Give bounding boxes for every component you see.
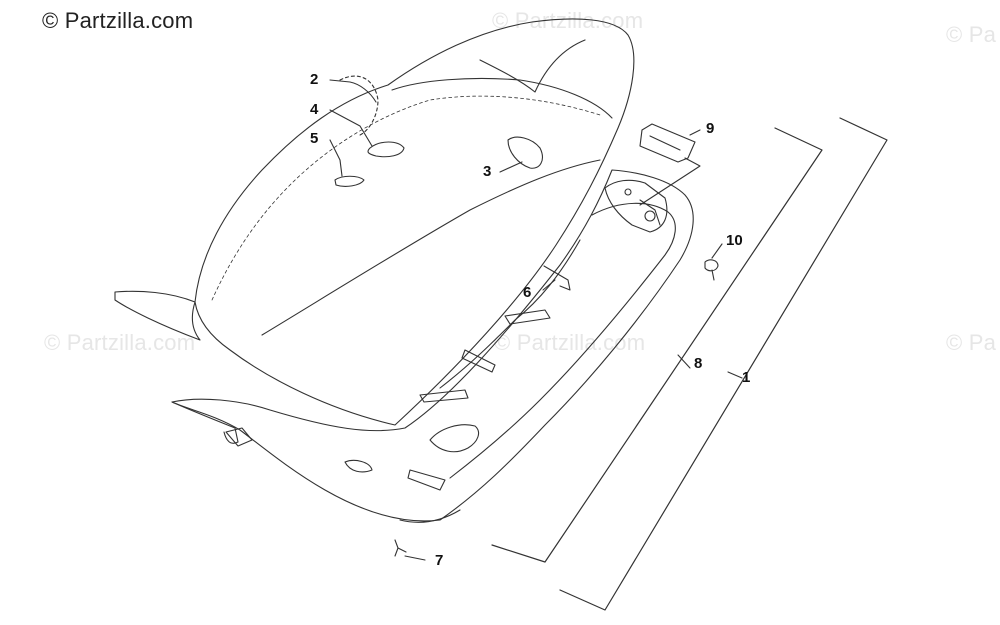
base-inner-wall [449,202,676,479]
leader-10 [711,243,723,259]
callout-9: 9 [706,120,715,137]
seat-side-seam [261,159,601,336]
leader-8 [677,354,691,369]
callout-8: 8 [694,355,703,372]
latch-housing [604,179,668,233]
seat-base [171,169,694,522]
leader-5 [329,139,343,177]
pad-part-5 [334,175,365,187]
base-vent-3 [419,389,469,403]
watermark-center: © Partzilla.com [494,330,646,355]
leader-7 [404,555,426,561]
watermark-right-mid: © Pa [946,330,997,355]
pad-part-3 [507,136,543,169]
callout-2: 2 [310,71,319,88]
seat-top-seam [391,77,613,119]
leader-3 [499,161,523,173]
seat-cushion [194,18,635,426]
bracket-part-9 [639,123,696,163]
leader-9 [639,129,701,206]
watermark-right-top: © Pa [946,22,997,47]
base-front-tab [225,427,253,447]
callout-5: 5 [310,130,319,147]
leader-1 [727,371,743,379]
watermark-top: © Partzilla.com [492,8,644,33]
base-vent-4 [344,459,373,473]
watermark-left: © Partzilla.com [44,330,196,355]
bracket-group-1 [559,117,888,611]
strap-part-6 [543,265,571,291]
seat-front-lip [114,290,201,341]
seat-rear-hump [479,39,586,93]
base-front-bracket [171,401,239,444]
leader-4 [329,109,373,147]
callout-7: 7 [435,552,444,569]
callout-10: 10 [726,232,743,249]
pad-part-4 [367,141,405,158]
seat-stitch [211,95,601,301]
callout-4: 4 [310,101,319,118]
base-inner-ridge [439,239,581,389]
leader-6 [542,279,556,291]
latch-detail [639,199,661,226]
callout-3: 3 [483,163,492,180]
bracket-group-8 [491,127,823,563]
copyright-text: © Partzilla.com [42,8,194,33]
leader-2 [329,79,377,103]
callout-1: 1 [742,369,751,386]
base-vent-1 [504,309,551,325]
callout-6: 6 [523,284,532,301]
base-bottom-lip [399,509,461,523]
base-vent-5 [407,469,446,491]
clip-part-10 [704,259,719,272]
fastener-part-7 [394,539,407,557]
base-vent-2 [461,349,496,373]
base-pocket [429,424,480,453]
